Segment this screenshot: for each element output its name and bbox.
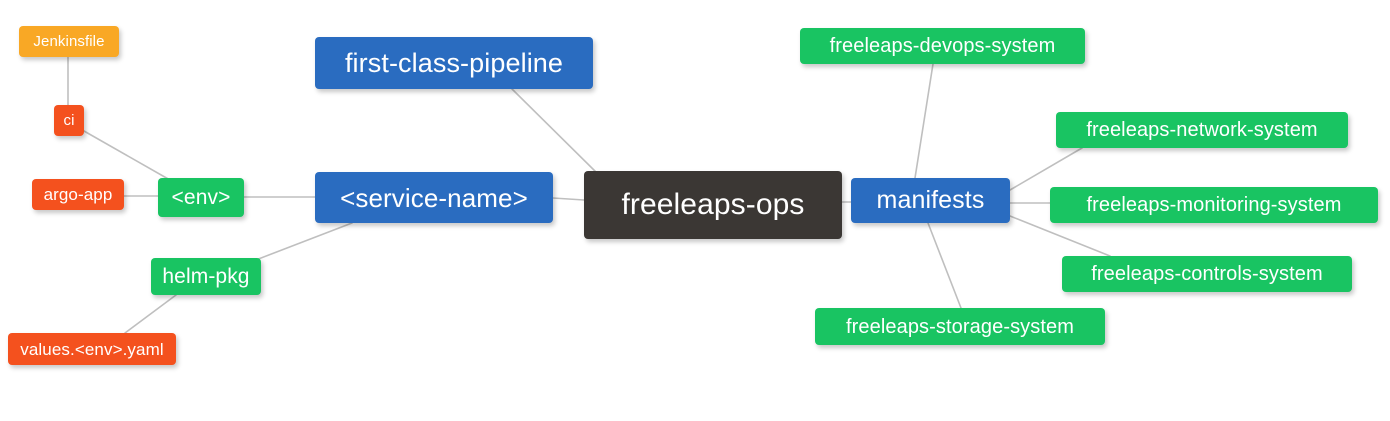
node-freeleaps-network-system[interactable]: freeleaps-network-system (1056, 112, 1348, 148)
node-freeleaps-devops-system[interactable]: freeleaps-devops-system (800, 28, 1085, 64)
node-freeleaps-monitoring-system[interactable]: freeleaps-monitoring-system (1050, 187, 1378, 223)
node-freeleaps-controls-system[interactable]: freeleaps-controls-system (1062, 256, 1352, 292)
edge-manifests-to-freeleaps-devops-system (914, 63, 934, 179)
node-first-class-pipeline[interactable]: first-class-pipeline (315, 37, 593, 89)
node-argo-app[interactable]: argo-app (32, 179, 124, 210)
node-values-yaml[interactable]: values.<env>.yaml (8, 333, 176, 365)
edge-service-name-to-helm-pkg (247, 222, 353, 264)
edge-freeleaps-ops-to-service-name (552, 197, 585, 201)
node-jenkinsfile[interactable]: Jenkinsfile (19, 26, 119, 57)
edge-env-to-ci (83, 130, 171, 181)
node-helm-pkg[interactable]: helm-pkg (151, 258, 261, 295)
edge-freeleaps-ops-to-first-class-pipeline (511, 88, 601, 177)
edge-manifests-to-freeleaps-storage-system (927, 222, 962, 309)
node-manifests[interactable]: manifests (851, 178, 1010, 223)
edge-manifests-to-freeleaps-network-system (1009, 147, 1083, 191)
node-service-name[interactable]: <service-name> (315, 172, 553, 223)
node-freeleaps-storage-system[interactable]: freeleaps-storage-system (815, 308, 1105, 345)
node-ci[interactable]: ci (54, 105, 84, 136)
node-env[interactable]: <env> (158, 178, 244, 217)
node-freeleaps-ops[interactable]: freeleaps-ops (584, 171, 842, 239)
edge-helm-pkg-to-values-yaml (124, 294, 177, 334)
